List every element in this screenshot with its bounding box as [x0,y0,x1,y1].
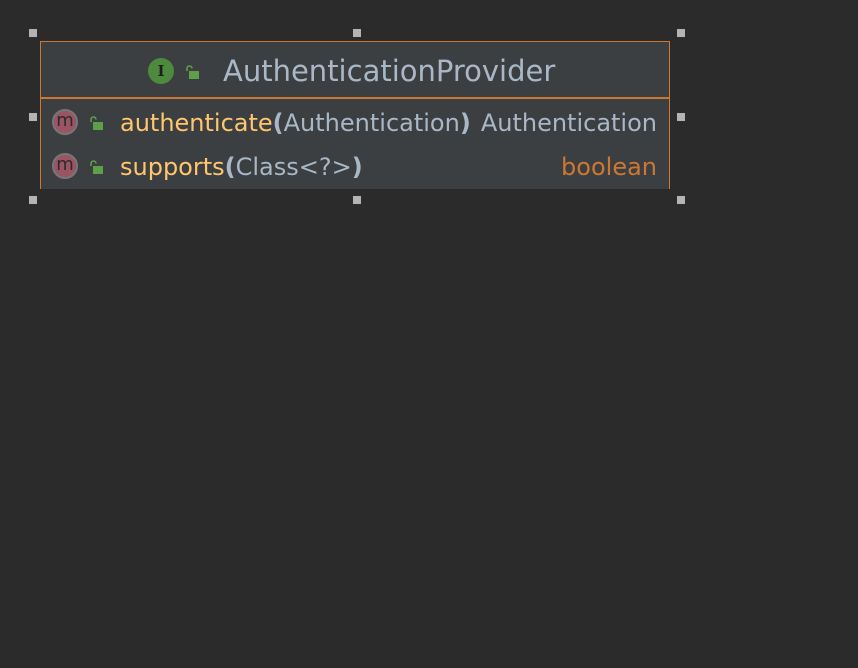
method-name: authenticate [120,109,273,137]
method-params: Class<?> [235,153,352,181]
class-name: AuthenticationProvider [223,54,556,88]
open-paren: ( [224,153,236,181]
public-lock-icon [90,116,103,130]
class-node-authentication-provider[interactable]: I AuthenticationProvider m authenticate(… [40,41,670,189]
method-signature: supports(Class<?>) [120,147,363,187]
public-lock-icon [90,160,103,174]
method-name: supports [120,153,225,181]
method-row[interactable]: m authenticate(Authentication) Authentic… [41,101,669,145]
method-row[interactable]: m supports(Class<?>) boolean [41,145,669,189]
interface-icon: I [148,58,174,84]
selection-handle-bottom-left[interactable] [29,196,37,204]
close-paren: ) [459,109,471,137]
selection-handle-bottom-center[interactable] [353,196,361,204]
public-lock-icon [186,65,199,79]
method-icon: m [52,109,78,135]
selection-handle-middle-left[interactable] [29,113,37,121]
method-params: Authentication [283,109,460,137]
method-icon: m [52,153,78,179]
open-paren: ( [272,109,284,137]
return-type: boolean [561,153,657,181]
selection-handle-top-right[interactable] [677,29,685,37]
selection-handle-bottom-right[interactable] [677,196,685,204]
return-type: Authentication [480,109,657,137]
class-node-header[interactable]: I AuthenticationProvider [41,42,669,99]
method-signature: authenticate(Authentication) [120,103,471,143]
selection-handle-top-center[interactable] [353,29,361,37]
selection-handle-top-left[interactable] [29,29,37,37]
selection-handle-middle-right[interactable] [677,113,685,121]
close-paren: ) [351,153,363,181]
